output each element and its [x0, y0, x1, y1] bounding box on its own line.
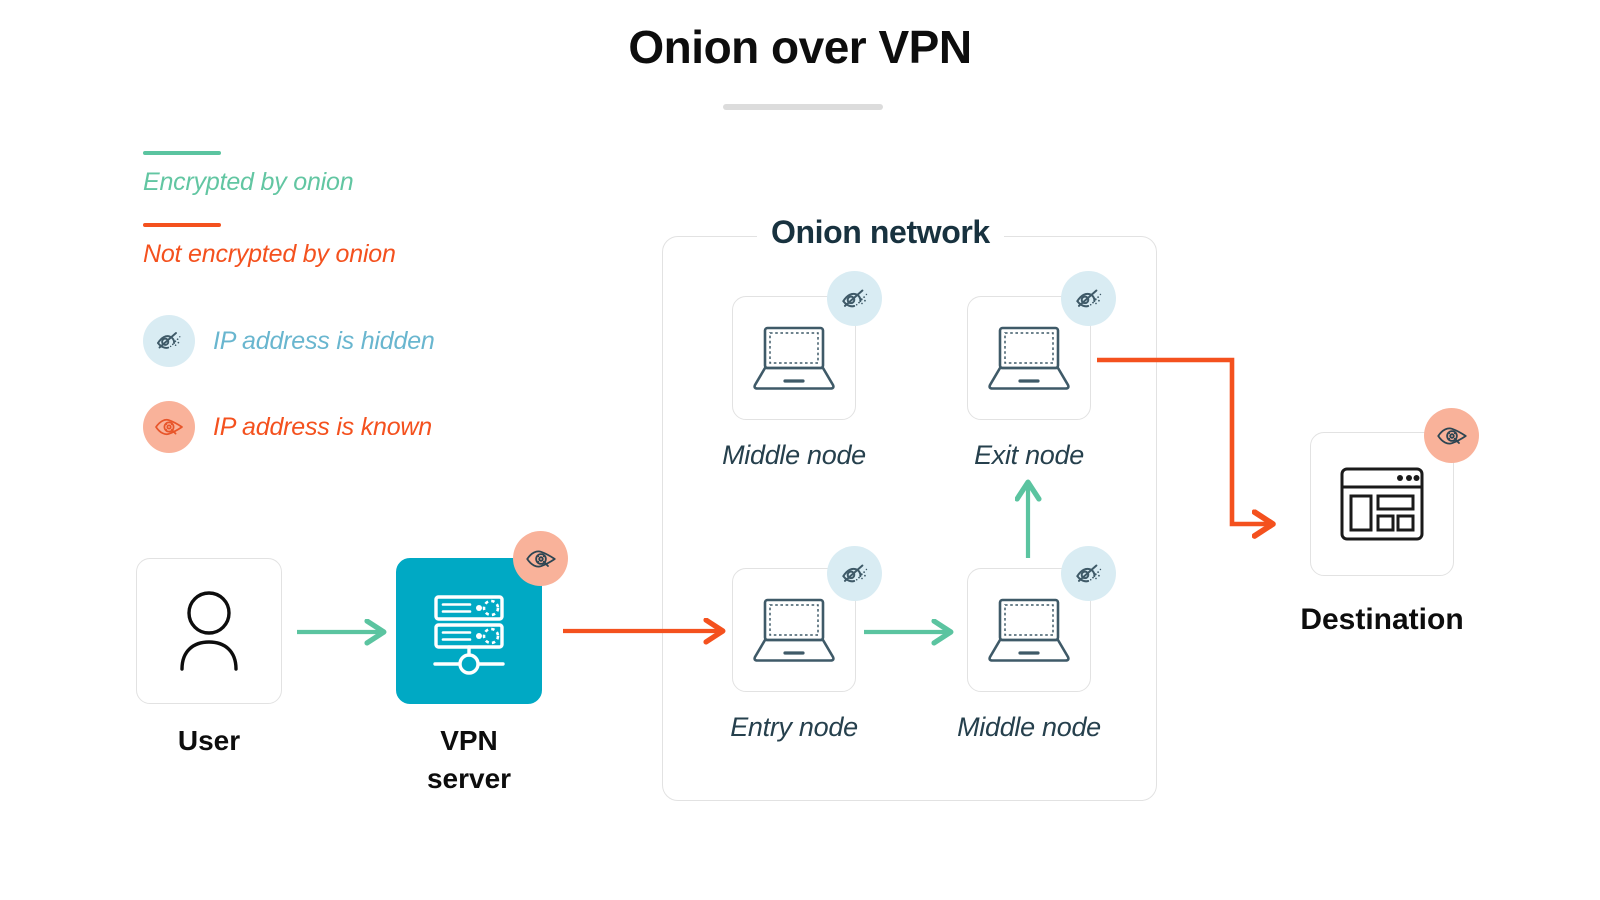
line-swatch-green-icon: [143, 151, 221, 155]
node-entry-label: Entry node: [730, 712, 858, 742]
legend-item-ip-known: IP address is known: [143, 384, 573, 470]
laptop-icon: [753, 598, 835, 662]
browser-window-icon: [1340, 467, 1424, 541]
server-rack-icon: [433, 595, 505, 675]
node-vpn-server-badge: [513, 531, 568, 586]
eye-slash-icon: [1075, 564, 1101, 582]
eye-slash-icon: [841, 289, 867, 307]
legend-item-ip-hidden: IP address is hidden: [143, 298, 573, 384]
page-title: Onion over VPN: [628, 21, 972, 73]
node-middle-bottom-label: Middle node: [957, 712, 1101, 742]
eye-slash-icon: [157, 332, 181, 349]
node-destination-label: Destination: [1300, 603, 1464, 636]
laptop-icon: [988, 598, 1070, 662]
laptop-icon: [988, 326, 1070, 390]
node-middle-top-label: Middle node: [722, 440, 866, 470]
legend-item-encrypted: Encrypted by onion: [143, 140, 573, 212]
node-vpn-server-label: VPN server: [376, 722, 562, 798]
node-destination-badge: [1424, 408, 1479, 463]
eye-icon-badge: [143, 401, 195, 453]
eye-slash-icon: [841, 564, 867, 582]
node-middle-bottom-badge: [1061, 546, 1116, 601]
laptop-icon: [753, 326, 835, 390]
node-user[interactable]: [136, 558, 282, 704]
legend-label-encrypted: Encrypted by onion: [143, 168, 354, 196]
node-exit-label: Exit node: [974, 440, 1084, 470]
node-destination[interactable]: [1310, 432, 1454, 576]
eye-icon: [155, 418, 183, 436]
eye-icon: [1436, 427, 1467, 444]
legend-label-ip-hidden: IP address is hidden: [213, 326, 435, 355]
node-vpn-server-label-line1: VPN: [440, 725, 498, 756]
node-entry-badge: [827, 546, 882, 601]
line-swatch-orange-icon: [143, 223, 221, 227]
legend-label-ip-known: IP address is known: [213, 412, 432, 441]
eye-slash-icon: [1075, 289, 1101, 307]
node-user-label: User: [177, 725, 241, 756]
onion-network-title: Onion network: [757, 214, 1004, 251]
node-entry[interactable]: [732, 568, 856, 692]
title-underline-rule: [723, 104, 883, 110]
node-middle-top[interactable]: [732, 296, 856, 420]
node-middle-top-badge: [827, 271, 882, 326]
node-vpn-server[interactable]: [396, 558, 542, 704]
legend-item-not-encrypted: Not encrypted by onion: [143, 212, 573, 298]
eye-icon: [525, 550, 556, 567]
node-vpn-server-label-line2: server: [426, 762, 512, 794]
eye-slash-icon-badge: [143, 315, 195, 367]
legend-label-not-encrypted: Not encrypted by onion: [143, 240, 396, 268]
node-exit-badge: [1061, 271, 1116, 326]
person-icon: [180, 591, 238, 671]
legend: Encrypted by onion Not encrypted by onio…: [143, 140, 573, 470]
node-exit[interactable]: [967, 296, 1091, 420]
